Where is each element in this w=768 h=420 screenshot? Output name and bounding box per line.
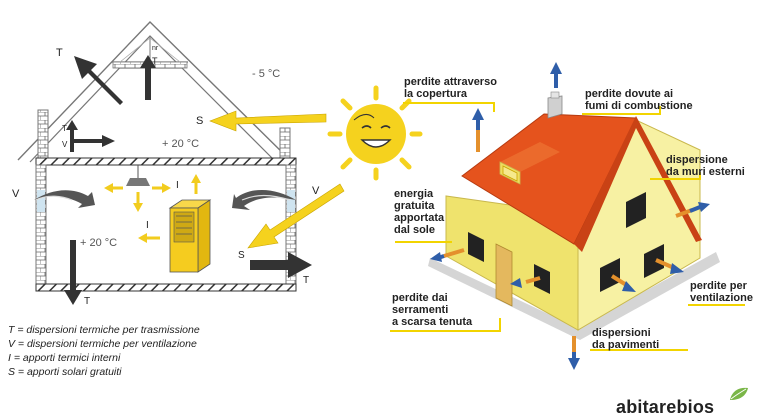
solar-lower-arrow xyxy=(247,183,345,249)
vent-left-arrow xyxy=(34,190,95,208)
lamp-icon xyxy=(126,178,150,186)
label-window-losses: perdite dai serramenti a scarsa tenuta xyxy=(392,292,502,328)
label-i-upper: I xyxy=(176,180,179,191)
label-t-bottom: T xyxy=(84,296,90,307)
trasmissione-roof-arrow xyxy=(74,56,123,105)
label-window-losses-text: perdite dai serramenti a scarsa tenuta xyxy=(392,292,473,328)
label-temp-room: + 20 °C xyxy=(80,237,117,249)
label-v-attic: V xyxy=(62,140,68,149)
brand-logo: abitarebios xyxy=(616,397,714,418)
label-t-nr: T xyxy=(152,56,158,66)
section-house-diagram: T nr T - 5 °C S T V + 20 °C V V I I + 20… xyxy=(12,21,345,307)
legend: T = dispersioni termiche per trasmission… xyxy=(8,323,200,379)
label-t-roof: T xyxy=(56,47,63,59)
label-nr: nr xyxy=(152,45,159,52)
label-leader-lines xyxy=(390,102,745,351)
label-i-lower: I xyxy=(146,220,149,231)
label-temp-outside: - 5 °C xyxy=(252,68,280,80)
appliance-icon xyxy=(168,199,212,273)
label-s-upper: S xyxy=(196,115,203,127)
label-t-right: T xyxy=(303,275,309,286)
heat-loss-arrows xyxy=(430,62,710,370)
label-solar-gain-text: energia gratuita apportata dal sole xyxy=(394,188,445,236)
legend-item: T = dispersioni termiche per trasmission… xyxy=(8,324,200,336)
brand-text-b: bios xyxy=(676,397,715,417)
legend-item: S = apporti solari gratuiti xyxy=(8,366,122,378)
label-temp-attic: + 20 °C xyxy=(162,138,199,150)
label-solar-gain: energia gratuita apportata dal sole xyxy=(394,188,474,236)
label-chimney-losses: perdite dovute ai fumi di combustione xyxy=(585,88,715,112)
brand-text-a: abitare xyxy=(616,397,677,417)
vent-right-arrow xyxy=(232,189,296,210)
label-roof-losses: perdite attraverso la copertura xyxy=(404,76,534,100)
section-3d-house xyxy=(390,62,745,370)
label-roof-losses-text: perdite attraverso la copertura xyxy=(404,76,497,100)
sun-icon xyxy=(327,85,423,181)
label-chimney-losses-text: perdite dovute ai fumi di combustione xyxy=(585,88,693,112)
label-ventilation-losses-text: perdite per ventilazione xyxy=(690,280,753,304)
label-wall-losses: dispersione da muri esterni xyxy=(666,154,766,178)
label-ventilation-losses: perdite per ventilazione xyxy=(690,280,766,304)
floor-t-arrow xyxy=(64,240,82,305)
label-s-lower: S xyxy=(238,250,245,261)
attic-v-arrow xyxy=(74,135,115,147)
attic-t-arrow xyxy=(66,120,78,152)
leaf-icon xyxy=(730,387,748,400)
right-t-arrow xyxy=(250,252,312,278)
label-wall-losses-text: dispersione da muri esterni xyxy=(666,154,745,178)
label-floor-losses: dispersioni da pavimenti xyxy=(592,327,702,351)
label-floor-losses-text: dispersioni da pavimenti xyxy=(592,327,660,351)
trasmissione-nr-arrow xyxy=(140,55,156,100)
solar-upper-arrow xyxy=(209,110,327,132)
label-t-attic: T xyxy=(62,124,67,133)
legend-item: V = dispersioni termiche per ventilazion… xyxy=(8,338,197,350)
legend-item: I = apporti termici interni xyxy=(8,352,121,364)
label-v-left: V xyxy=(12,188,20,200)
label-v-right: V xyxy=(312,185,320,197)
